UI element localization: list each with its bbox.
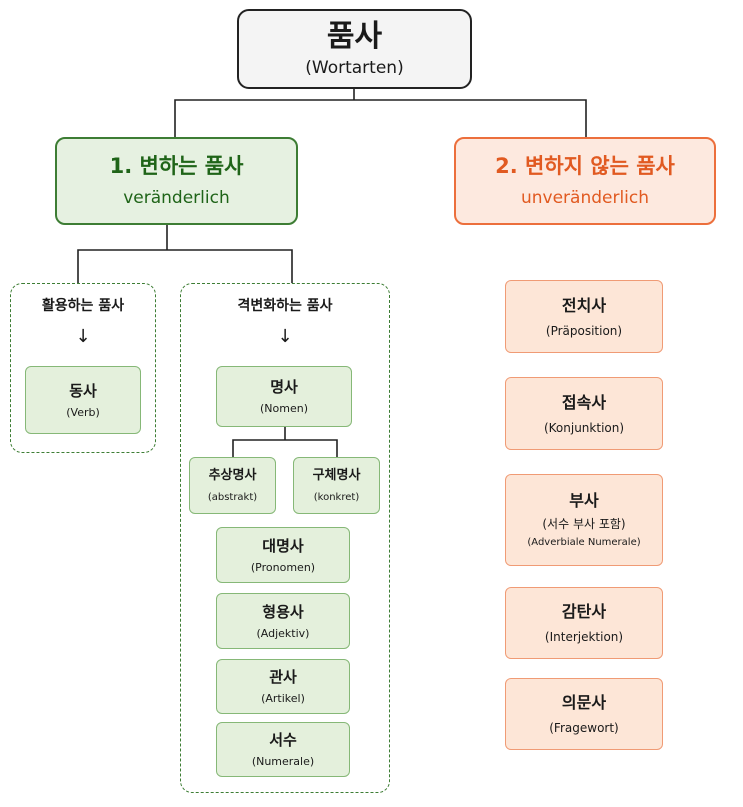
node-abstract-noun: 추상명사 (abstrakt)	[189, 457, 276, 514]
node-noun-subtitle: (Nomen)	[260, 402, 308, 415]
node-ordinal: 서수 (Numerale)	[216, 722, 350, 777]
node-conjunction: 접속사 (Konjunktion)	[505, 377, 663, 450]
node-adjective: 형용사 (Adjektiv)	[216, 593, 350, 649]
group-conjugating-label: 활용하는 품사	[41, 298, 125, 314]
category-invariable-subtitle: unveränderlich	[520, 188, 650, 208]
node-pronoun-title: 대명사	[262, 536, 304, 555]
node-preposition-subtitle: (Präposition)	[545, 323, 623, 338]
root-subtitle: (Wortarten)	[305, 58, 404, 78]
node-verb-subtitle: (Verb)	[66, 405, 100, 419]
category-variable: 1. 변하는 품사 veränderlich	[55, 137, 298, 225]
node-verb-title: 동사	[69, 381, 97, 400]
down-arrow-icon: ↓	[75, 326, 91, 347]
node-noun-title: 명사	[270, 378, 298, 396]
down-arrow-icon: ↓	[277, 326, 293, 347]
group-declining	[180, 283, 390, 793]
group-declining-label: 격변화하는 품사	[237, 298, 333, 314]
node-ordinal-subtitle: (Numerale)	[251, 755, 315, 768]
node-interrogative-subtitle: (Fragewort)	[549, 721, 619, 735]
node-abstract-noun-title: 추상명사	[208, 468, 257, 483]
node-article-subtitle: (Artikel)	[261, 692, 305, 705]
node-adjective-title: 형용사	[262, 602, 304, 621]
node-pronoun: 대명사 (Pronomen)	[216, 527, 350, 583]
node-interrogative: 의문사 (Fragewort)	[505, 678, 663, 750]
node-noun: 명사 (Nomen)	[216, 366, 352, 427]
node-adverb-note: (서수 부사 포함)	[542, 517, 626, 531]
node-concrete-noun: 구체명사 (konkret)	[293, 457, 380, 514]
node-verb: 동사 (Verb)	[25, 366, 141, 434]
category-invariable-title: 2. 변하지 않는 품사	[495, 154, 675, 178]
root-title: 품사	[326, 19, 383, 54]
node-conjunction-subtitle: (Konjunktion)	[543, 420, 625, 435]
node-article-title: 관사	[269, 668, 297, 686]
group-conjugating	[10, 283, 156, 453]
node-interjection: 감탄사 (Interjektion)	[505, 587, 663, 659]
node-adjective-subtitle: (Adjektiv)	[256, 626, 310, 640]
left-branch-connector	[77, 225, 293, 283]
node-preposition: 전치사 (Präposition)	[505, 280, 663, 353]
node-ordinal-title: 서수	[269, 731, 297, 749]
node-preposition-title: 전치사	[561, 295, 607, 315]
root-connector	[174, 89, 587, 137]
category-variable-title: 1. 변하는 품사	[109, 154, 244, 178]
node-interjection-subtitle: (Interjektion)	[544, 630, 624, 644]
root-node: 품사 (Wortarten)	[237, 9, 472, 89]
node-conjunction-title: 접속사	[561, 392, 607, 412]
node-adverb: 부사 (서수 부사 포함) (Adverbiale Numerale)	[505, 474, 663, 566]
node-pronoun-subtitle: (Pronomen)	[250, 560, 316, 574]
node-concrete-noun-subtitle: (konkret)	[313, 492, 360, 503]
node-adverb-subtitle: (Adverbiale Numerale)	[527, 537, 641, 548]
node-interrogative-title: 의문사	[561, 693, 607, 712]
noun-connector	[232, 427, 338, 457]
node-concrete-noun-title: 구체명사	[312, 468, 361, 483]
node-article: 관사 (Artikel)	[216, 659, 350, 714]
node-interjection-title: 감탄사	[561, 602, 607, 621]
category-invariable: 2. 변하지 않는 품사 unveränderlich	[454, 137, 716, 225]
node-adverb-title: 부사	[569, 491, 599, 510]
node-abstract-noun-subtitle: (abstrakt)	[207, 492, 258, 503]
category-variable-subtitle: veränderlich	[123, 188, 230, 208]
